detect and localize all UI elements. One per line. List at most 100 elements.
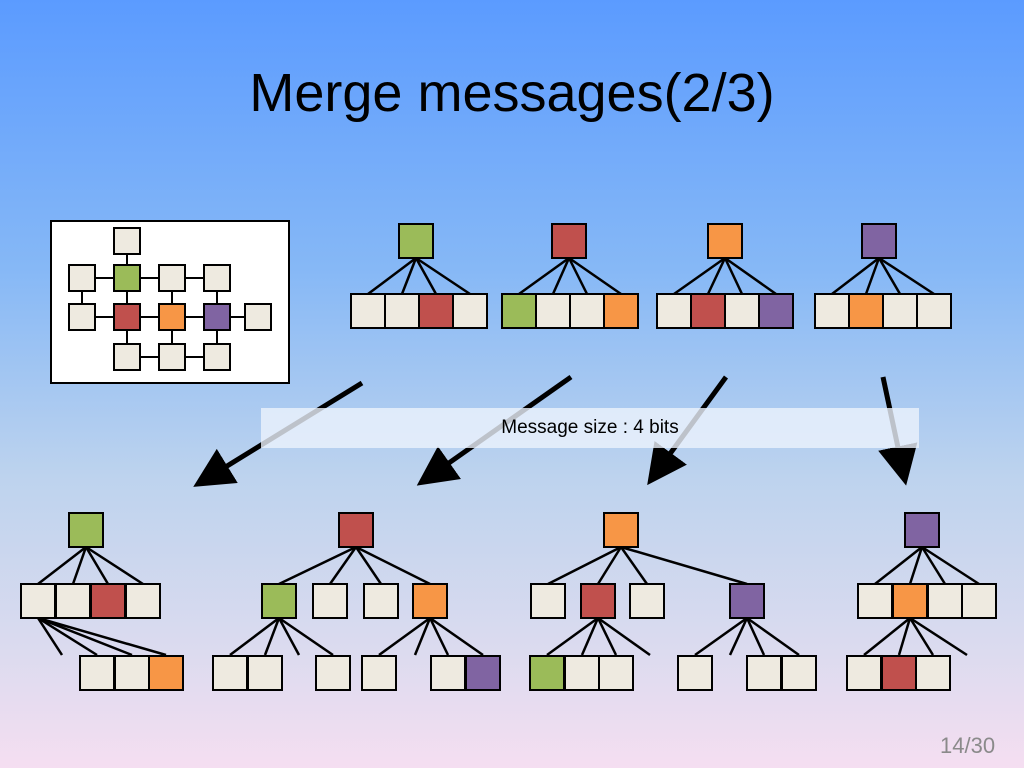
- level2-cell: [465, 655, 501, 691]
- level1-cell: [261, 583, 297, 619]
- top-message: [656, 223, 794, 329]
- message-edge: [568, 256, 622, 296]
- level2-cell: [881, 655, 917, 691]
- level2-cell: [746, 655, 782, 691]
- level1-cell: [20, 583, 56, 619]
- tree-edge: [580, 617, 600, 656]
- merged-trees: [20, 512, 997, 691]
- message-cell: [848, 293, 884, 329]
- top-message: [814, 223, 952, 329]
- tree-edge: [619, 546, 649, 585]
- tree-edge: [921, 545, 980, 586]
- top-message: [350, 223, 488, 329]
- tree-edge: [874, 546, 923, 585]
- tree-root: [68, 512, 104, 548]
- level2-cell: [430, 655, 466, 691]
- level1-cell: [580, 583, 616, 619]
- message-cell: [501, 293, 537, 329]
- message-edge: [878, 256, 935, 296]
- message-edge: [706, 257, 727, 295]
- merged-tree: [212, 512, 501, 691]
- slide-title: Merge messages(2/3): [249, 63, 775, 123]
- tree-edge: [428, 617, 450, 656]
- tree-edge: [37, 616, 133, 657]
- level2-cell: [212, 655, 248, 691]
- tree-root: [603, 512, 639, 548]
- message-cell: [384, 293, 420, 329]
- tree-edge: [229, 617, 280, 656]
- level2-cell: [315, 655, 351, 691]
- tree-edge: [71, 546, 88, 585]
- level1-cell: [363, 583, 399, 619]
- tree-edge: [84, 546, 110, 585]
- tree-edge: [909, 616, 968, 657]
- network-node: [113, 303, 141, 331]
- tree-edge: [37, 616, 167, 657]
- network-node: [158, 264, 186, 292]
- level1-cell: [927, 583, 963, 619]
- level1-cell: [892, 583, 928, 619]
- network-node: [113, 264, 141, 292]
- message-edge: [831, 257, 880, 295]
- message-cell: [656, 293, 692, 329]
- tree-edge: [596, 617, 618, 656]
- level2-cell: [148, 655, 184, 691]
- message-cell: [535, 293, 571, 329]
- tree-edge: [908, 617, 935, 656]
- message-root: [551, 223, 587, 259]
- tree-root: [904, 512, 940, 548]
- level2-cell: [677, 655, 713, 691]
- tree-edge: [546, 616, 599, 657]
- merged-tree: [529, 512, 817, 691]
- message-edge: [673, 256, 726, 296]
- network-node: [203, 343, 231, 371]
- tree-edge: [278, 545, 357, 586]
- message-cell: [603, 293, 639, 329]
- message-edge: [400, 257, 418, 295]
- level1-cell: [312, 583, 348, 619]
- tree-edge: [920, 546, 947, 585]
- level2-cell: [846, 655, 882, 691]
- network-node: [203, 303, 231, 331]
- tree-edge: [278, 616, 334, 657]
- page-number: 14/30: [940, 733, 996, 758]
- tree-edge: [547, 545, 622, 586]
- level1-cell: [412, 583, 448, 619]
- level2-cell: [361, 655, 397, 691]
- message-edge: [723, 257, 744, 295]
- message-cell: [452, 293, 488, 329]
- message-size-caption: Message size : 4 bits: [261, 408, 919, 448]
- message-edge: [415, 256, 471, 296]
- tree-edge: [277, 617, 301, 656]
- tree-edge: [413, 617, 432, 656]
- tree-edge: [863, 617, 911, 656]
- message-edge: [367, 257, 417, 295]
- tree-edge: [746, 616, 800, 657]
- message-edge: [864, 257, 881, 295]
- merged-tree: [20, 512, 184, 691]
- message-root: [398, 223, 434, 259]
- tree-edge: [620, 545, 748, 586]
- tree-edge: [429, 616, 484, 657]
- message-cell: [758, 293, 794, 329]
- message-cell: [690, 293, 726, 329]
- tree-edge: [354, 546, 383, 585]
- message-edge: [414, 257, 438, 295]
- tree-root: [338, 512, 374, 548]
- level2-cell: [79, 655, 115, 691]
- message-cell: [916, 293, 952, 329]
- level1-cell: [125, 583, 161, 619]
- message-edge: [567, 257, 589, 295]
- tree-edge: [37, 546, 87, 585]
- level1-cell: [55, 583, 91, 619]
- network-panel: [50, 220, 290, 384]
- network-node: [113, 227, 141, 255]
- network-node: [158, 343, 186, 371]
- tree-edge: [745, 617, 766, 656]
- tree-edge: [85, 545, 144, 586]
- level1-cell: [629, 583, 665, 619]
- message-cell: [724, 293, 760, 329]
- tree-edge: [728, 617, 749, 656]
- tree-edge: [694, 616, 748, 657]
